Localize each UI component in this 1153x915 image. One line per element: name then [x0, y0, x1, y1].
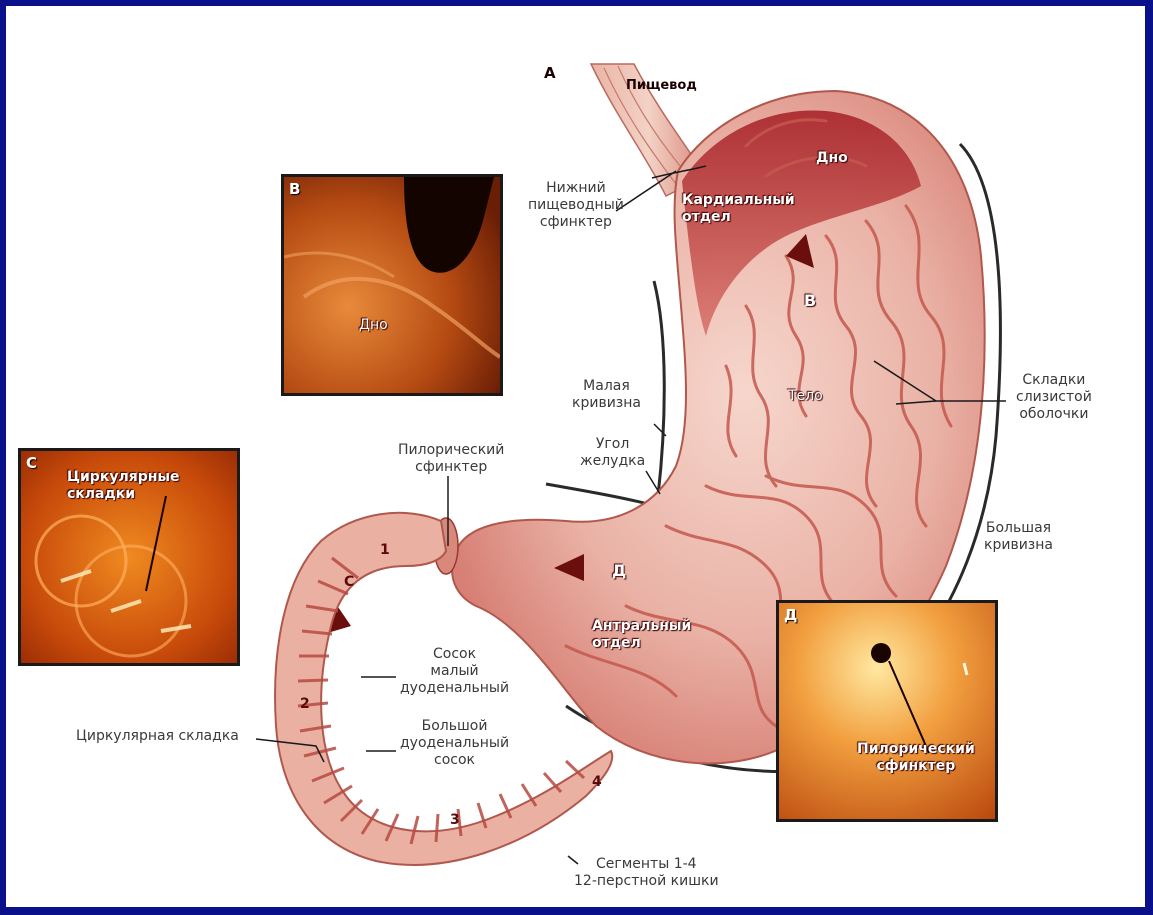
inset-b-caption: Дно [359, 317, 388, 334]
inset-circular-folds-photo: С Циркулярные складки [18, 448, 240, 666]
pyloric-sphincter-label: Пилорический сфинктер [398, 442, 504, 476]
inset-fundus-photo: В Дно [281, 174, 503, 396]
inset-d-letter: Д [784, 606, 797, 624]
section-a-label: А [544, 64, 556, 82]
inset-b-letter: В [289, 180, 300, 198]
segment-4-number: 4 [592, 774, 602, 790]
antrum-d-label: Д [612, 562, 626, 579]
esophagus-label: Пищевод [626, 78, 697, 93]
antrum-label: Антральный отдел [592, 618, 691, 652]
major-papilla-label: Большой дуоденальный сосок [400, 718, 509, 769]
segment-1-number: 1 [380, 542, 390, 558]
duodenum-segment-c: C [344, 574, 354, 590]
circular-fold-label: Циркулярная складка [76, 728, 239, 745]
body-label: Тело [788, 388, 823, 405]
segment-2-number: 2 [300, 696, 310, 712]
inset-c-caption: Циркулярные складки [67, 469, 180, 503]
inset-pyloric-sphincter-photo: Д Пилорический сфинктер [776, 600, 998, 822]
fundus-label: Дно [816, 150, 848, 167]
body-region-b-label: В [804, 292, 816, 309]
inset-d-caption: Пилорический сфинктер [857, 741, 975, 775]
duodenum-segments-label: Сегменты 1-4 12-перстной кишки [574, 856, 719, 890]
minor-papilla-label: Сосок малый дуоденальный [400, 646, 509, 697]
segment-3-number: 3 [450, 812, 460, 828]
greater-curvature-label: Большая кривизна [984, 520, 1053, 554]
inset-c-letter: С [26, 454, 37, 472]
gastric-angle-label: Угол желудка [580, 436, 645, 470]
lesser-curvature-label: Малая кривизна [572, 378, 641, 412]
lower-sphincter-label: Нижний пищеводный сфинктер [528, 180, 624, 231]
diagram-canvas: В Дно С Циркулярные складки Д Пилорическ… [6, 6, 1145, 907]
cardia-label: Кардиальный отдел [682, 192, 795, 226]
mucosal-folds-label: Складки слизистой оболочки [1016, 372, 1092, 423]
